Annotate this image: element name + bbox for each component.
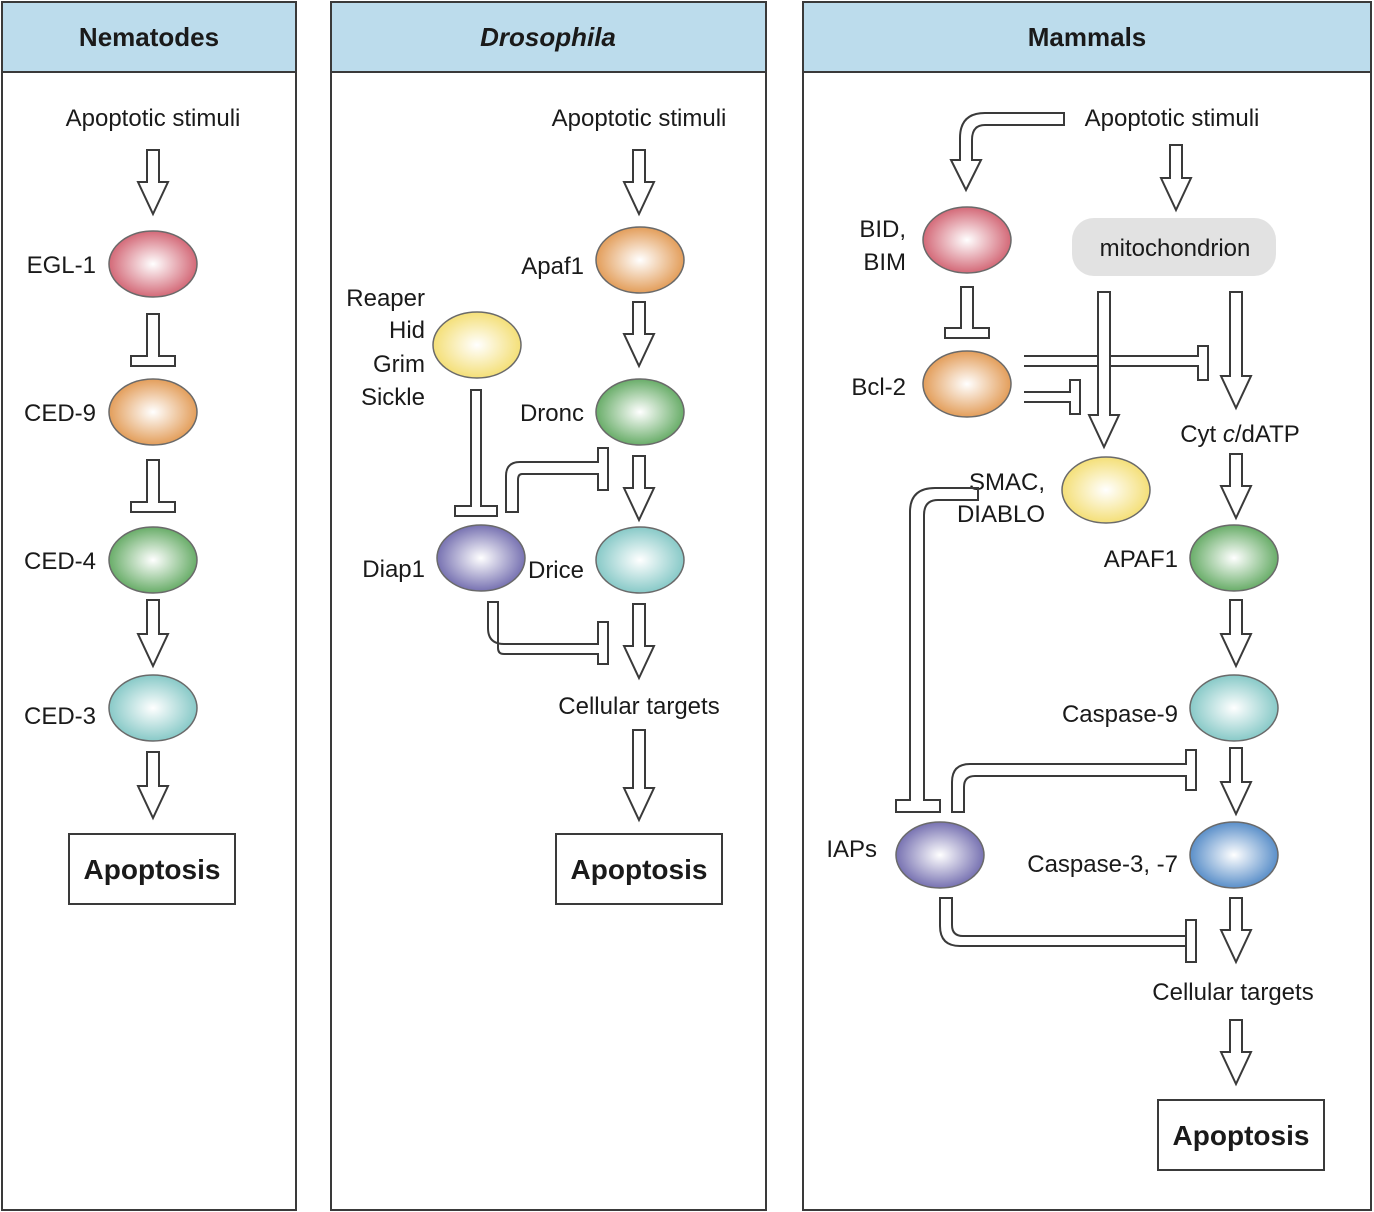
- nematodes-panel: Nematodes Apoptotic stimuli EGL-1 CED-9 …: [1, 1, 297, 1211]
- egl1-node: [108, 230, 198, 298]
- bcl2-node: [922, 350, 1012, 418]
- drosophila-targets-label: Cellular targets: [558, 693, 719, 720]
- activation-arrow: [136, 751, 170, 821]
- ced4-node: [108, 526, 198, 594]
- caspase9-label: Caspase-9: [1062, 701, 1178, 728]
- smac-diablo-label-line-1: SMAC,: [969, 469, 1045, 496]
- activation-arrow: [1219, 291, 1253, 411]
- mitochondrion-box: [1072, 218, 1276, 276]
- inhibition-connector: [944, 286, 990, 339]
- diap1-label: Diap1: [362, 556, 425, 583]
- mammals-header: [802, 1, 1372, 73]
- nematodes-apoptosis-label: Apoptosis: [84, 854, 221, 885]
- diap1-node: [436, 524, 526, 592]
- rhg-label-line-1: Reaper: [346, 285, 425, 312]
- bcl2-label: Bcl-2: [851, 374, 906, 401]
- nematodes-stimuli-label: Apoptotic stimuli: [66, 105, 241, 132]
- activation-arrow: [136, 599, 170, 669]
- rhg-node: [432, 311, 522, 379]
- apaf1-node: [1189, 524, 1279, 592]
- caspase9-node: [1189, 674, 1279, 742]
- cytc-italic: c: [1223, 421, 1235, 448]
- rhg-label-line-3: Grim: [373, 351, 425, 378]
- nematodes-header: [1, 1, 297, 73]
- activation-arrow: [1219, 599, 1253, 669]
- iaps-node: [895, 821, 985, 889]
- dronc-node: [595, 378, 685, 446]
- activation-arrow: [622, 455, 656, 523]
- cytc-suffix: /dATP: [1235, 421, 1300, 448]
- caspase37-node: [1189, 821, 1279, 889]
- bid-bim-node: [922, 206, 1012, 274]
- mitochondrion-label: mitochondrion: [1100, 235, 1251, 262]
- activation-arrow: [622, 301, 656, 369]
- rhg-label-line-2: Hid: [389, 317, 425, 344]
- drice-label: Drice: [528, 557, 584, 584]
- activation-arrow: [1219, 1019, 1253, 1087]
- inhibition-connector: [951, 749, 1197, 813]
- bid-bim-label-line-2: BIM: [863, 249, 906, 276]
- iaps-label: IAPs: [826, 836, 877, 863]
- apaf1-node: [595, 226, 685, 294]
- activation-arrow: [622, 603, 656, 681]
- ced3-label: CED-3: [24, 703, 96, 730]
- activation-arrow: [1159, 144, 1193, 213]
- drosophila-header: [330, 1, 767, 73]
- dronc-label: Dronc: [520, 400, 584, 427]
- inhibition-connector: [505, 447, 609, 513]
- inhibition-connector: [130, 459, 176, 513]
- cytc-datp-label: Cyt c/dATP: [1180, 421, 1300, 448]
- egl1-label: EGL-1: [27, 252, 96, 279]
- apaf1-label: APAF1: [1104, 546, 1178, 573]
- mammals-targets-label: Cellular targets: [1152, 979, 1313, 1006]
- inhibition-connector: [1024, 379, 1081, 415]
- nematodes-apoptosis-box: [68, 833, 236, 905]
- bend-activation-arrow: [949, 112, 1065, 193]
- drice-node: [595, 526, 685, 594]
- inhibition-connector: [130, 313, 176, 367]
- rhg-label-line-4: Sickle: [361, 384, 425, 411]
- inhibition-connector: [895, 487, 979, 813]
- inhibition-connector: [487, 601, 609, 665]
- activation-arrow: [1219, 897, 1253, 965]
- drosophila-apoptosis-box: [555, 833, 723, 905]
- ced3-node: [108, 674, 198, 742]
- ced4-label: CED-4: [24, 548, 96, 575]
- ced9-label: CED-9: [24, 400, 96, 427]
- ced9-node: [108, 378, 198, 446]
- drosophila-title: Drosophila: [480, 22, 616, 52]
- mammals-apoptosis-box: [1157, 1099, 1325, 1171]
- mammals-apoptosis-label: Apoptosis: [1173, 1120, 1310, 1151]
- inhibition-connector: [1110, 345, 1209, 381]
- mammals-title: Mammals: [1028, 22, 1147, 52]
- activation-arrow: [622, 729, 656, 823]
- nematodes-title: Nematodes: [79, 22, 219, 52]
- bid-bim-label-line-1: BID,: [859, 216, 906, 243]
- mammals-panel: Mammals Apoptotic stimuli BID, BIM mitoc…: [802, 1, 1372, 1211]
- drosophila-apoptosis-label: Apoptosis: [571, 854, 708, 885]
- apaf1-label: Apaf1: [521, 253, 584, 280]
- drosophila-panel: Drosophila Apoptotic stimuli Apaf1 Dronc…: [330, 1, 767, 1211]
- activation-arrow: [1219, 747, 1253, 817]
- activation-arrow: [622, 149, 656, 217]
- inhibition-connector: [454, 389, 498, 517]
- activation-arrow: [1087, 291, 1121, 450]
- inhibition-connector: [939, 897, 1197, 963]
- smac-diablo-label-line-2: DIABLO: [957, 501, 1045, 528]
- drosophila-stimuli-label: Apoptotic stimuli: [552, 105, 727, 132]
- caspase37-label: Caspase-3, -7: [1027, 851, 1178, 878]
- cytc-prefix: Cyt: [1180, 421, 1223, 448]
- mammals-stimuli-label: Apoptotic stimuli: [1085, 105, 1260, 132]
- activation-arrow: [1219, 453, 1253, 521]
- activation-arrow: [136, 149, 170, 217]
- smac-diablo-node: [1061, 456, 1151, 524]
